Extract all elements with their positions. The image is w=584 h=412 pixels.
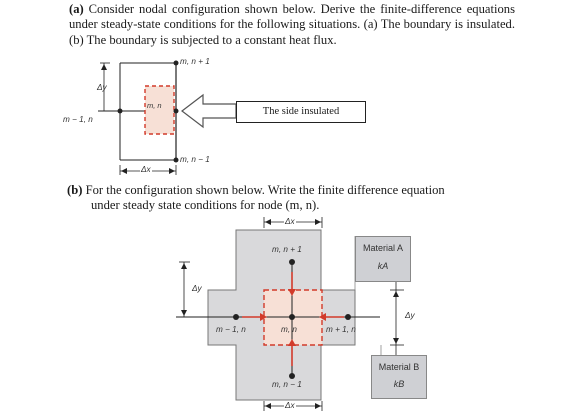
control-volume-a — [144, 85, 175, 135]
fig-b-node-top-label: m, n + 1 — [272, 245, 302, 254]
node-center-b — [289, 314, 295, 320]
fig-b-dy-left-label: Δy — [192, 284, 202, 293]
material-b-title: Material B — [378, 362, 420, 372]
fig-b-dy-right-label: Δy — [405, 311, 415, 320]
fig-b-node-center-label: m, n — [281, 325, 297, 334]
fig-a-dx-label: Δx — [140, 165, 152, 174]
node-right-b — [345, 314, 351, 320]
node-center-a — [173, 108, 179, 114]
fig-a-dy-label: Δy — [97, 83, 107, 92]
node-left-a — [117, 108, 123, 114]
part-b-line-1: For the configuration shown below. Write… — [85, 183, 445, 197]
fig-b-node-right-label: m + 1, n — [326, 325, 356, 334]
material-b-box: Material B kB — [371, 355, 427, 399]
fig-b-node-bottom-label: m, n − 1 — [272, 380, 302, 389]
insulated-callout-text: The side insulated — [262, 106, 340, 117]
fig-a-node-left-label: m − 1, n — [63, 115, 93, 124]
part-b-line-2: under steady state conditions for node (… — [91, 198, 320, 213]
fig-a-node-center-label: m, n — [147, 101, 162, 110]
insulated-arrow — [181, 93, 237, 129]
material-a-title: Material A — [362, 243, 404, 253]
node-top-b — [289, 259, 295, 265]
material-a-conductivity: kA — [377, 261, 389, 271]
node-top-a — [173, 60, 179, 66]
fig-a-node-top-label: m, n + 1 — [180, 57, 210, 66]
node-bottom-a — [173, 157, 179, 163]
part-a-text: Consider nodal configuration shown below… — [69, 2, 515, 47]
part-b-paragraph: (b) For the configuration shown below. W… — [67, 183, 509, 214]
part-a-marker: (a) — [69, 2, 84, 16]
fig-b-node-left-label: m − 1, n — [216, 325, 246, 334]
material-a-box: Material A kA — [355, 236, 411, 282]
material-b-conductivity: kB — [393, 379, 405, 389]
node-bottom-b — [289, 373, 295, 379]
node-left-b — [233, 314, 239, 320]
fig-b-dx-bottom-label: Δx — [284, 401, 296, 410]
fig-a-node-bottom-label: m, n − 1 — [180, 155, 210, 164]
part-b-marker: (b) — [67, 183, 83, 197]
fig-b-dx-top-label: Δx — [284, 217, 296, 226]
insulated-callout-box: The side insulated — [236, 101, 366, 123]
part-a-paragraph: (a) Consider nodal configuration shown b… — [69, 2, 515, 48]
